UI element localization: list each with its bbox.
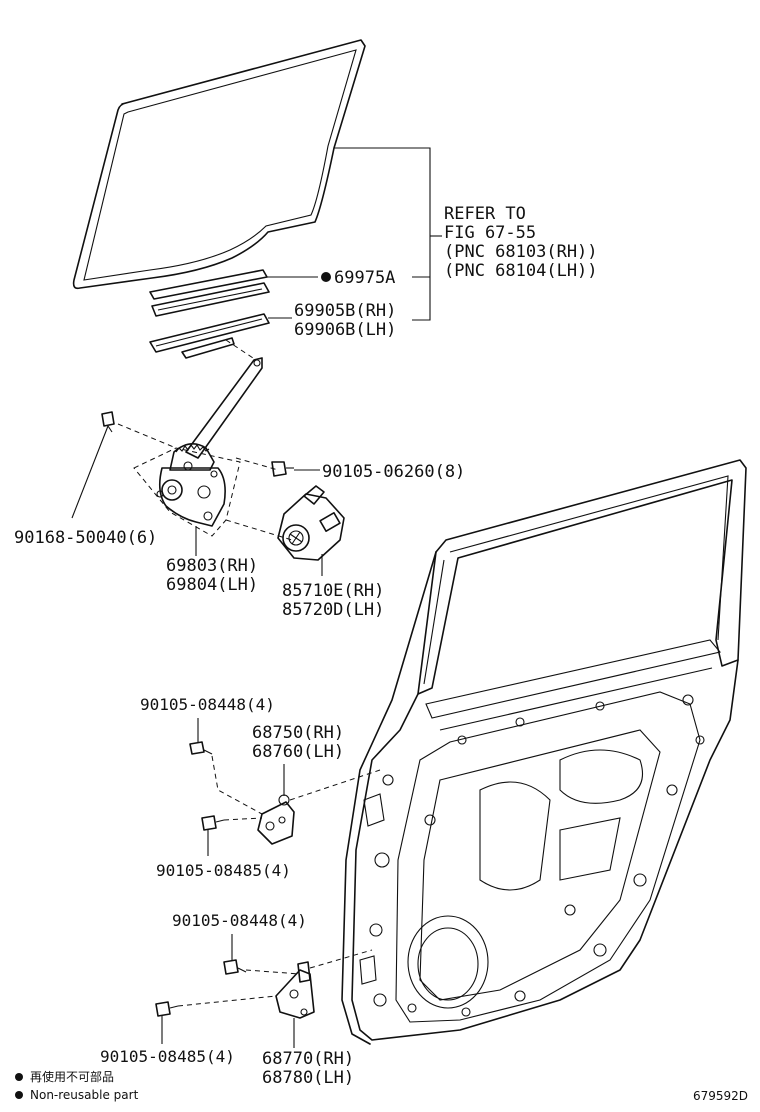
bolt-90105-08448-upper xyxy=(189,741,213,755)
bolt-90105-08485-lower xyxy=(155,1001,179,1017)
bolt-90105-08448-lower xyxy=(223,959,247,975)
door-glass xyxy=(72,39,366,290)
legend-dot-english xyxy=(15,1091,23,1099)
label-90105-08448-upper: 90105-08448(4) xyxy=(140,695,275,714)
window-run-channel-upper xyxy=(149,269,270,317)
label-69804: 69804(LH) xyxy=(166,575,258,595)
label-69906b: 69906B(LH) xyxy=(294,320,396,340)
leader-lines xyxy=(71,147,442,1048)
label-85710e: 85710E(RH) xyxy=(282,581,384,601)
label-85720d: 85720D(LH) xyxy=(282,600,384,620)
window-regulator-motor xyxy=(277,485,345,561)
label-68780: 68780(LH) xyxy=(262,1068,354,1088)
legend-english: Non-reusable part xyxy=(30,1088,139,1102)
door-lock-68750 xyxy=(257,794,295,845)
bolt-90105-06260 xyxy=(271,461,294,477)
label-90105-08448-lower: 90105-08448(4) xyxy=(172,911,307,930)
label-90105-08485-upper: 90105-08485(4) xyxy=(156,861,291,880)
window-regulator xyxy=(156,357,263,527)
legend-japanese: 再使用不可部品 xyxy=(30,1069,114,1084)
legend-dot-japanese xyxy=(15,1073,23,1081)
bolt-90105-08485-upper xyxy=(201,815,225,831)
non-reusable-marker xyxy=(321,272,331,282)
refer-to-line4: (PNC 68104(LH)) xyxy=(444,261,598,281)
refer-to-line1: REFER TO xyxy=(444,204,526,224)
label-68770: 68770(RH) xyxy=(262,1049,354,1069)
label-69975a: 69975A xyxy=(334,268,395,288)
part-labels: REFER TO FIG 67-55 (PNC 68103(RH)) (PNC … xyxy=(14,204,598,1088)
label-68760: 68760(LH) xyxy=(252,742,344,762)
refer-to-line3: (PNC 68103(RH)) xyxy=(444,242,598,262)
refer-to-line2: FIG 67-55 xyxy=(444,223,536,243)
label-69905b: 69905B(RH) xyxy=(294,301,396,321)
door-hinge-68770 xyxy=(275,961,315,1019)
rear-door-panel xyxy=(341,459,747,1045)
label-69803: 69803(RH) xyxy=(166,556,258,576)
label-90105-06260: 90105-06260(8) xyxy=(322,462,465,482)
diagram-id: 679592D xyxy=(693,1089,748,1103)
bolt-90168-50040 xyxy=(101,411,115,433)
legend: 再使用不可部品 Non-reusable part xyxy=(15,1069,139,1102)
label-90168-50040: 90168-50040(6) xyxy=(14,528,157,548)
label-90105-08485-lower: 90105-08485(4) xyxy=(100,1047,235,1066)
label-68750: 68750(RH) xyxy=(252,723,344,743)
window-run-channel-lower xyxy=(149,313,270,359)
